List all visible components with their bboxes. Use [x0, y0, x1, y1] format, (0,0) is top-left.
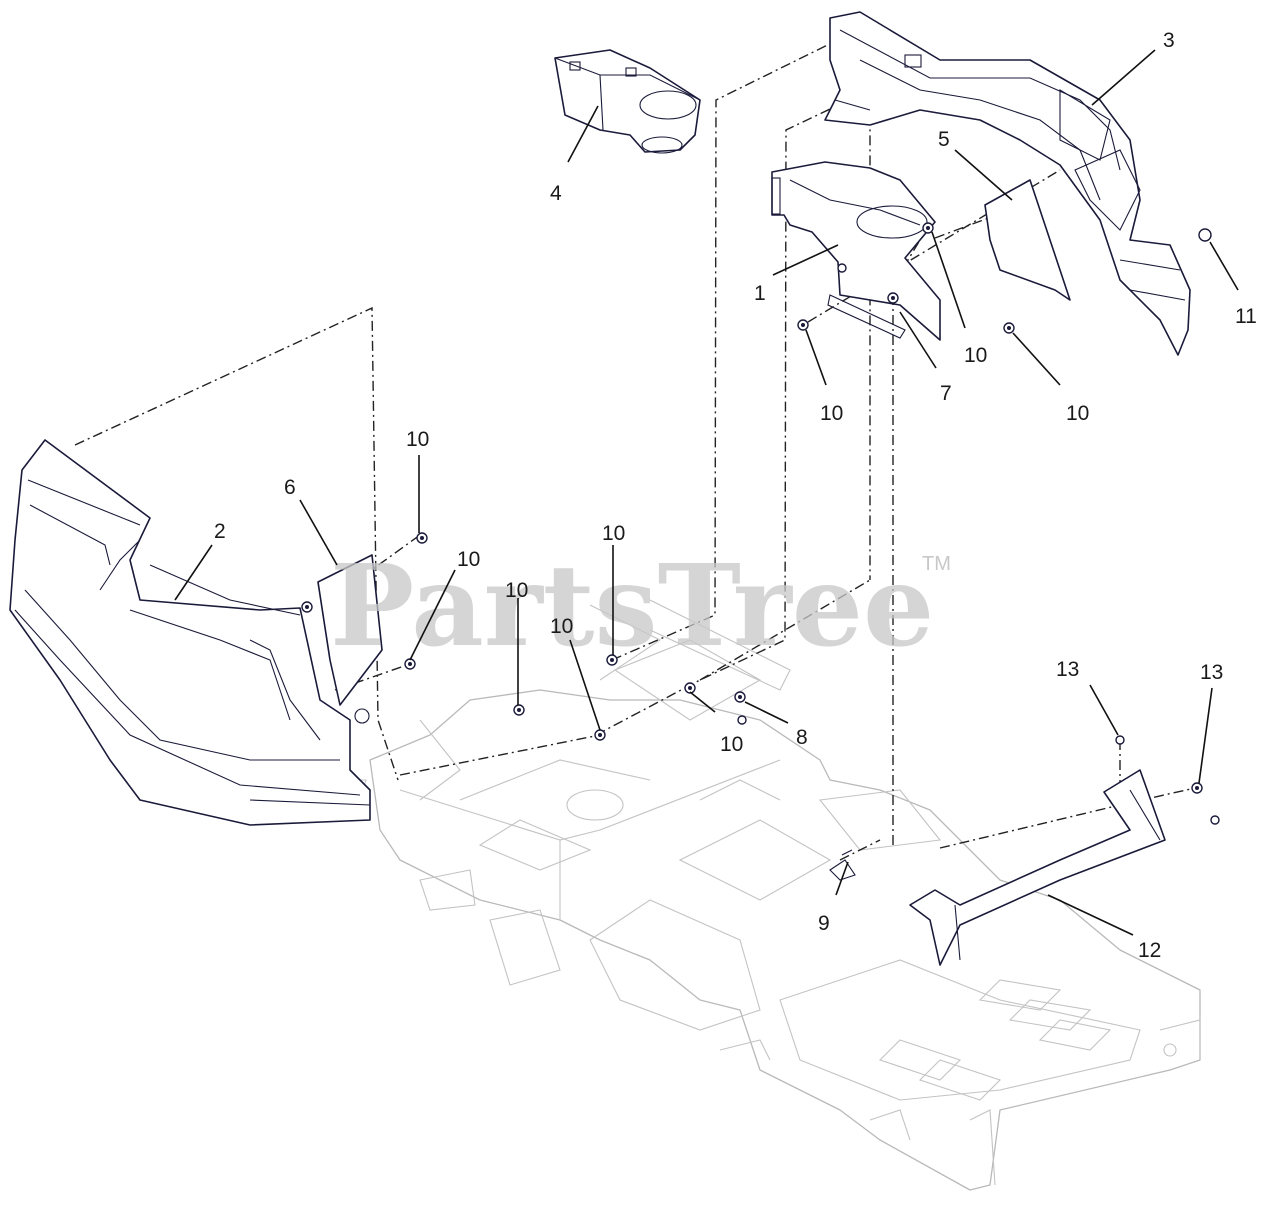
- callout-8: 8: [796, 726, 808, 749]
- part-1-console: [771, 161, 941, 341]
- fasteners: [301, 222, 1220, 825]
- callout-13: 13: [1200, 661, 1223, 684]
- watermark-text: PartsTree: [330, 541, 934, 672]
- part-9-clip: [829, 849, 856, 881]
- callout-10: 10: [505, 579, 528, 602]
- callout-1: 1: [754, 282, 766, 305]
- callout-5: 5: [938, 128, 950, 151]
- callout-10: 10: [820, 402, 843, 425]
- callout-4: 4: [550, 182, 562, 205]
- part-2-left-fender: [9, 439, 371, 826]
- callout-10: 10: [406, 428, 429, 451]
- callout-labels: 1 2 3 4 5 6 7 8 9 10 10 10 10 10 10 10 1…: [214, 29, 1257, 962]
- callout-13: 13: [1056, 658, 1079, 681]
- callout-12: 12: [1138, 939, 1161, 962]
- leader-lines: [174, 49, 1239, 936]
- part-3-right-fender: [824, 11, 1191, 356]
- callout-7: 7: [940, 382, 952, 405]
- part-5-panel: [984, 179, 1071, 301]
- callout-10: 10: [1066, 402, 1089, 425]
- part-4-cup-holder: [554, 49, 701, 154]
- callout-11: 11: [1235, 305, 1257, 328]
- callout-9: 9: [818, 912, 830, 935]
- callout-2: 2: [214, 520, 226, 543]
- callout-3: 3: [1163, 29, 1175, 52]
- callout-10: 10: [964, 344, 987, 367]
- callout-10: 10: [457, 548, 480, 571]
- callout-10: 10: [720, 733, 743, 756]
- part-6-panel: [317, 554, 383, 706]
- watermark-trademark: TM: [922, 553, 951, 575]
- chassis-frame: [304, 599, 1201, 1191]
- callout-10: 10: [550, 615, 573, 638]
- callout-10: 10: [602, 522, 625, 545]
- callout-6: 6: [284, 476, 296, 499]
- part-12-bracket: [909, 769, 1166, 966]
